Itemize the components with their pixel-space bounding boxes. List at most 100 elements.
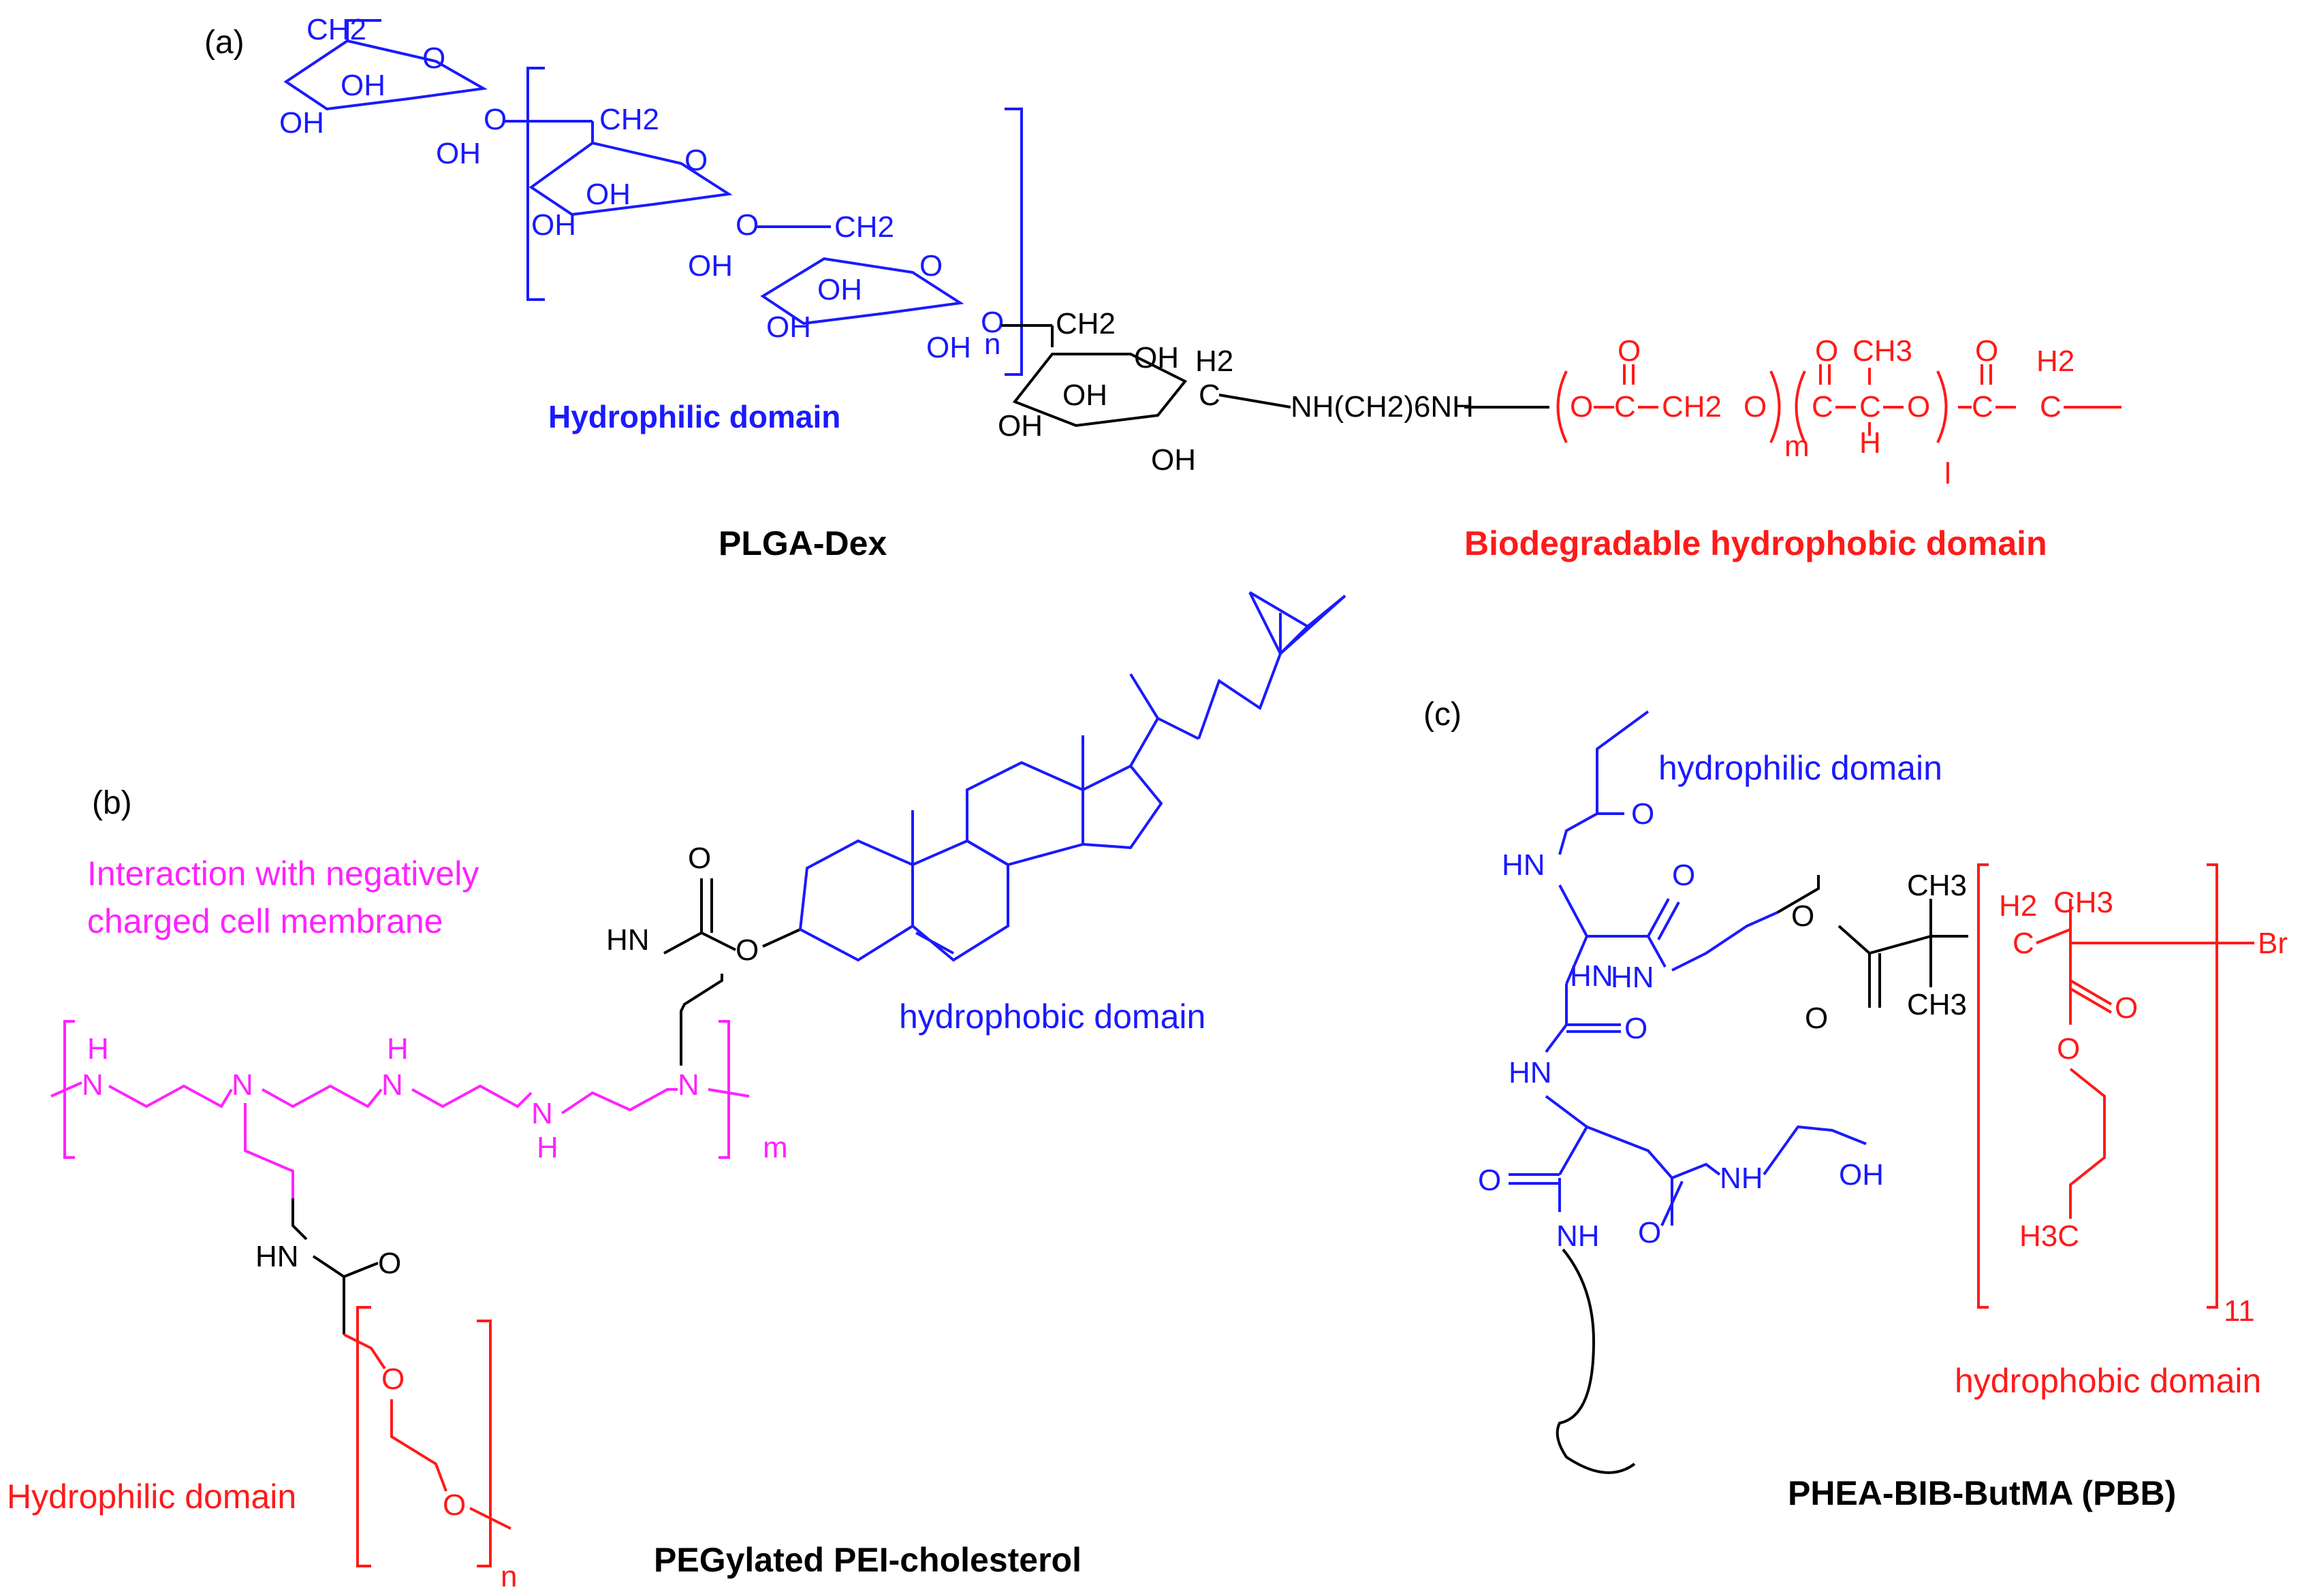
peg-linker: HN O <box>255 1198 401 1335</box>
pei-n4: N <box>531 1097 553 1130</box>
ring2-oh-c: OH <box>688 249 733 283</box>
ring1-o: O <box>422 42 445 75</box>
phea-o1: O <box>1631 797 1654 831</box>
ring3-ch2: CH2 <box>834 210 894 244</box>
polymer-tail <box>1556 1248 1636 1474</box>
glucose-ring-2: CH2 O OH OH OH O <box>504 103 759 283</box>
panel-c-name: PHEA-BIB-ButMA (PBB) <box>1788 1474 2176 1512</box>
panel-b-tag: (b) <box>92 785 132 821</box>
phea-hn1: HN <box>1502 848 1545 882</box>
linker-ch2: CH2 <box>1056 307 1116 340</box>
peg-repeat-n: n <box>501 1560 517 1593</box>
repeat-n-label: n <box>984 328 1000 361</box>
ring3-o-link: O <box>981 306 1004 339</box>
panel-b-interaction-line1: Interaction with negatively <box>87 855 479 893</box>
plga-o3: O <box>1907 390 1930 424</box>
butma-ch3: CH3 <box>2053 886 2113 919</box>
plga-c3: C <box>1859 390 1881 424</box>
glucose-ring-3: CH2 O OH OH OH O <box>756 210 1004 364</box>
phea-hn2-alt: HN <box>1570 959 1613 993</box>
panel-c: (c) hydrophilic domain O HN O HN O HN <box>1423 697 2288 1512</box>
panel-a-name: PLGA-Dex <box>719 524 887 562</box>
butma-repeat: 11 H2 C CH3 O O H3C Br <box>1977 863 2288 1328</box>
panel-b: (b) Interaction with negatively charged … <box>7 591 1346 1593</box>
pei-backbone: m N H N N H N H N <box>50 1020 788 1198</box>
ring2-o-link: O <box>736 208 759 242</box>
carbamate-o-carbonyl: O <box>688 842 711 875</box>
pei-n2: N <box>232 1068 253 1102</box>
ring2-oh-a: OH <box>586 178 631 211</box>
panel-b-hydrophobic-label: hydrophobic domain <box>899 998 1205 1036</box>
plga-o1: O <box>1570 390 1593 424</box>
ring3-oh-b: OH <box>766 310 811 344</box>
plga-o2: O <box>1744 390 1767 424</box>
panel-b-hydrophilic-label: Hydrophilic domain <box>7 1478 296 1516</box>
ring2-ch2: CH2 <box>599 103 659 136</box>
plga-h: H <box>1859 426 1881 460</box>
pei-n3: N <box>381 1068 403 1102</box>
butma-h2: H2 <box>1999 889 2037 923</box>
butma-br: Br <box>2258 927 2288 960</box>
butma-o-ester: O <box>2057 1032 2080 1066</box>
plga-c2: C <box>1812 390 1833 424</box>
plga-h2: H2 <box>2036 345 2075 378</box>
plga-o-carbonyl-2: O <box>1815 334 1838 368</box>
plga-c5: C <box>2040 390 2062 424</box>
panel-c-hydrophobic-label: hydrophobic domain <box>1955 1362 2261 1400</box>
peg-linker-o: O <box>378 1247 401 1280</box>
plga-ch2: CH2 <box>1662 390 1722 424</box>
phea-hn3: HN <box>1509 1056 1552 1089</box>
carbamate-linker: HN O O <box>606 842 801 1066</box>
bib-o-carbonyl: O <box>1805 1002 1828 1035</box>
ring3-oh-c: OH <box>926 331 971 364</box>
phea-backbone: O HN O HN O HN O NH O <box>1478 710 1884 1253</box>
peg-linker-hn: HN <box>255 1240 299 1273</box>
ring1-oh-b: OH <box>279 106 324 140</box>
repeat-m-label: m <box>1784 430 1810 463</box>
ring1-ch2: CH2 <box>306 13 366 46</box>
carbamate-o: O <box>736 933 759 967</box>
panel-b-name: PEGylated PEI-cholesterol <box>654 1541 1082 1579</box>
bib-linker: O O CH3 CH3 <box>1776 869 1968 1035</box>
phea-oh: OH <box>1839 1158 1884 1192</box>
plga-o-carbonyl-3: O <box>1975 334 1998 368</box>
ring2-oh-b: OH <box>531 208 576 242</box>
phea-o4: O <box>1478 1164 1501 1197</box>
hexanediamine-linker: NH(CH2)6NH <box>1291 390 1474 424</box>
plga-ch3: CH3 <box>1852 334 1912 368</box>
pei-h1: H <box>87 1032 109 1066</box>
pei-h4: H <box>537 1131 558 1164</box>
phea-o5: O <box>1638 1216 1661 1249</box>
phea-hn2: HN <box>1611 961 1654 994</box>
ring1-oh-a: OH <box>341 69 385 102</box>
peg-o1: O <box>381 1362 405 1396</box>
plga-c4: C <box>1972 390 1993 424</box>
peg-o2: O <box>443 1488 466 1522</box>
linker-oh-b: OH <box>1062 379 1107 412</box>
repeat-l-label: l <box>1944 457 1951 490</box>
butma-h3c: H3C <box>2019 1219 2079 1253</box>
linker-h2: H2 <box>1195 345 1233 378</box>
linker-ring: CH2 OH OH OH OH H2 C <box>998 307 1291 477</box>
ring3-oh-a: OH <box>817 273 862 306</box>
ring3-o: O <box>919 249 943 283</box>
plga-segment: O C O CH2 O m C O C CH3 H O l <box>1556 334 2121 490</box>
phea-nh2: NH <box>1720 1162 1763 1195</box>
phea-o3: O <box>1624 1012 1647 1045</box>
peg-chain: O O n <box>343 1306 517 1593</box>
pei-n1: N <box>82 1068 104 1102</box>
phea-o2: O <box>1672 859 1695 892</box>
panel-a-hydrophilic-label: Hydrophilic domain <box>548 399 840 434</box>
butma-c: C <box>2013 927 2034 960</box>
ring1-oh-c: OH <box>436 137 481 170</box>
panel-b-interaction-line2: charged cell membrane <box>87 902 443 940</box>
carbamate-hn: HN <box>606 923 650 957</box>
panel-a-tag: (a) <box>204 25 244 61</box>
bib-ch3-bottom: CH3 <box>1907 988 1967 1021</box>
pei-n5: N <box>678 1068 699 1102</box>
panel-a-hydrophobic-label: Biodegradable hydrophobic domain <box>1464 524 2047 562</box>
panel-c-hydrophilic-label: hydrophilic domain <box>1658 749 1942 787</box>
plga-c1: C <box>1614 390 1636 424</box>
pei-h3: H <box>387 1032 409 1066</box>
